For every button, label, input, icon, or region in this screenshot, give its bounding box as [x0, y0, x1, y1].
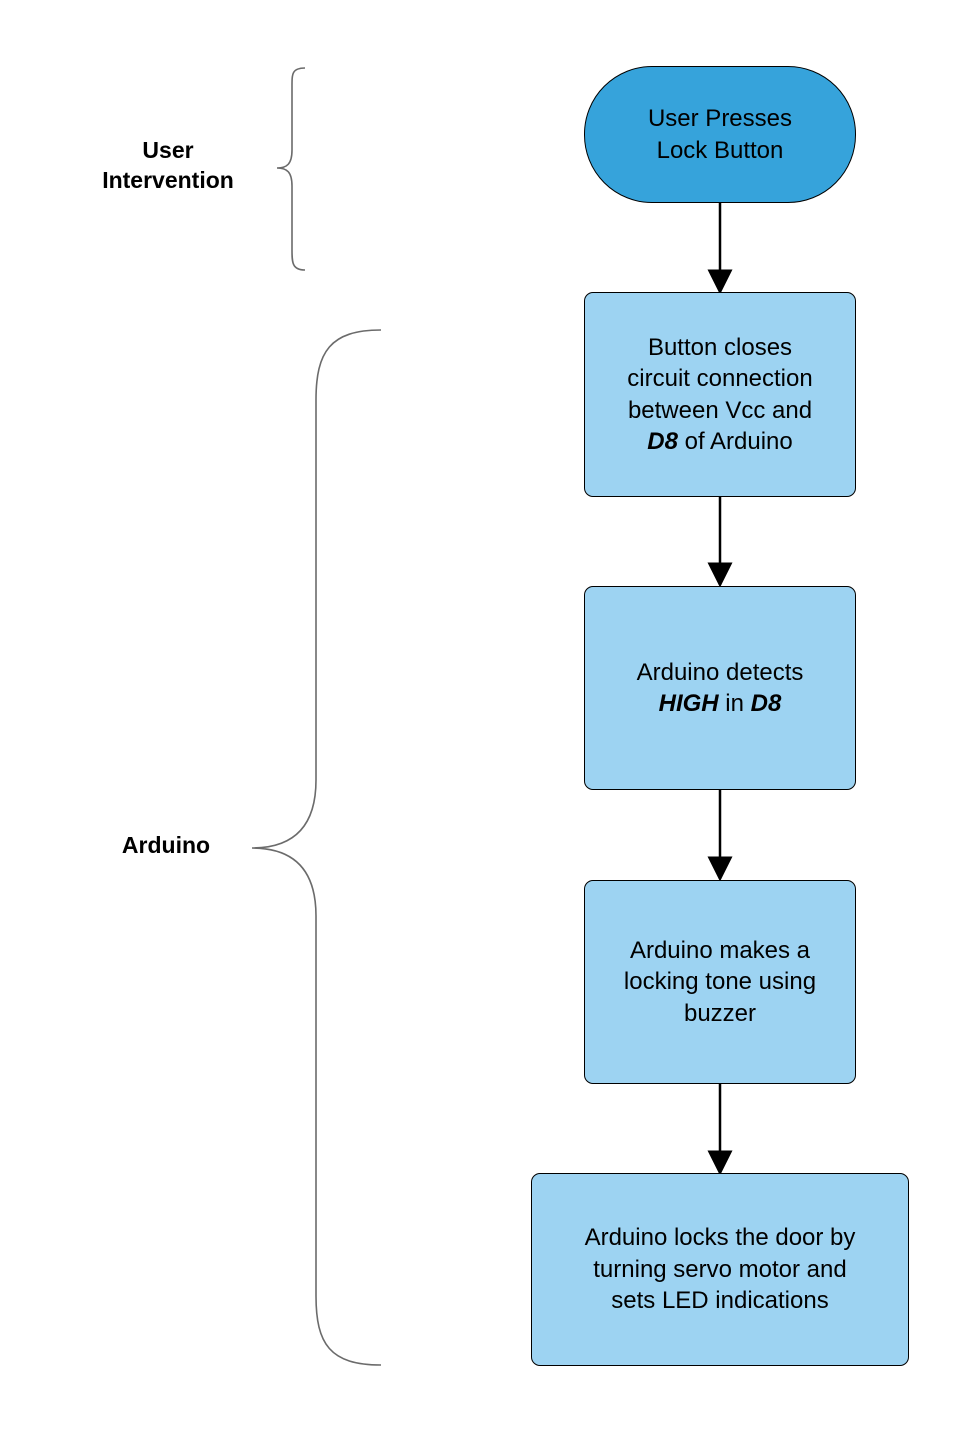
user-intervention-brace [276, 67, 306, 271]
node-text-emphasis: D8 [750, 690, 782, 717]
arduino-brace [251, 329, 382, 1366]
node-text-line: sets LED indications [585, 1285, 856, 1317]
node-text-line: Arduino makes a [624, 935, 816, 967]
node-text-run: in [718, 690, 751, 717]
node-arduino-locks-door: Arduino locks the door by turning servo m… [531, 1173, 909, 1366]
node-text-line: circuit connection [627, 363, 812, 395]
node-text-run: Lock Button [656, 136, 784, 164]
node-text-line: buzzer [624, 998, 816, 1030]
node-text: Arduino locks the door by turning servo m… [585, 1222, 856, 1317]
node-text-line: Button closes [627, 332, 812, 364]
node-text-run: sets LED indications [611, 1287, 829, 1315]
node-text-line: Lock Button [648, 135, 792, 167]
node-text-line: D8 of Arduino [627, 426, 812, 458]
group-label-line: Intervention [102, 167, 234, 193]
node-text-run: of Arduino [677, 428, 793, 455]
node-text-line: Arduino locks the door by [585, 1222, 856, 1254]
node-text-emphasis: HIGH [658, 690, 719, 717]
node-text-line: between Vcc and [627, 395, 812, 427]
node-text-line: Arduino detects [637, 657, 804, 689]
node-text-run: buzzer [683, 999, 757, 1027]
node-button-closes-circuit: Button closes circuit connection between V… [584, 292, 856, 497]
node-text-run: Arduino makes a [629, 936, 811, 964]
node-text: Button closes circuit connection between V… [627, 332, 812, 458]
node-text-run: Arduino detects [636, 658, 804, 686]
group-label-user-intervention: User Intervention [88, 135, 248, 195]
node-text: Arduino makes a locking tone using buzzer [624, 935, 816, 1030]
node-text-emphasis: D8 [647, 428, 678, 455]
node-text-line: turning servo motor and [585, 1254, 856, 1286]
node-text-line: User Presses [648, 103, 792, 135]
node-text-run: User Presses [647, 105, 793, 132]
group-label-arduino: Arduino [96, 830, 236, 860]
group-label-line: Arduino [121, 832, 211, 858]
node-text-run: between Vcc and [627, 396, 813, 424]
node-text-run: Button closes [647, 333, 793, 361]
group-label-line: User [142, 137, 194, 163]
node-text-line: HIGH in D8 [637, 688, 804, 720]
node-text-run: Arduino locks the door by [584, 1224, 856, 1252]
node-text-run: circuit connection [627, 365, 813, 392]
node-text-run: locking tone using [623, 968, 817, 996]
node-arduino-locking-tone: Arduino makes a locking tone using buzzer [584, 880, 856, 1084]
node-text-line: locking tone using [624, 966, 816, 998]
node-text-run: turning servo motor and [593, 1255, 847, 1283]
